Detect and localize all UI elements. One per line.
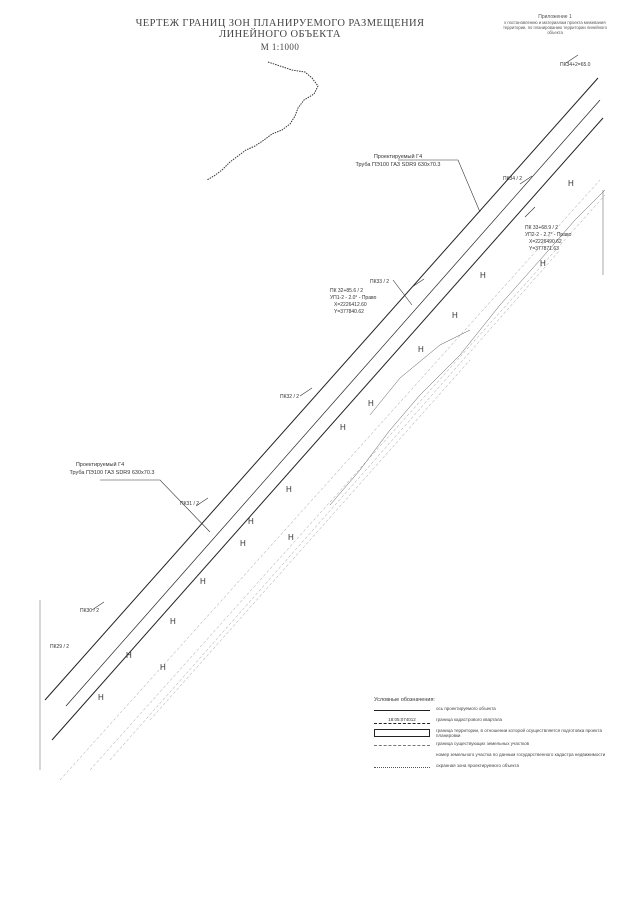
picket-label: ПК29 / 2 xyxy=(50,644,69,650)
planning-zone-boundary xyxy=(44,77,604,741)
turn-point-b: ПК 33+68.9 / 2 УП2-2 - 2.7° - Право X=22… xyxy=(525,225,572,252)
legend-quarter-code: 18:05:074012 xyxy=(388,717,416,722)
zone-mark: Н xyxy=(288,533,294,542)
zone-mark: Н xyxy=(452,311,458,320)
zone-mark: Н xyxy=(568,179,574,188)
turn-point-y: Y=377871.63 xyxy=(529,246,559,252)
legend-symbol-territory xyxy=(372,728,432,737)
zone-mark: Н xyxy=(240,539,246,548)
legend-text: граница существующих земельных участков xyxy=(436,741,530,746)
legend-item: номер земельного участка по данным госуд… xyxy=(372,752,612,760)
turn-point-x: X=2226412.60 xyxy=(334,302,367,308)
pipe-label-upper-spec: Труба ПЭ100 ГАЗ SDR9 630x70.3 xyxy=(356,162,441,168)
turn-point-angle: УП1-2 - 2.0° - Право xyxy=(330,295,377,301)
legend-symbol-axis xyxy=(372,706,432,714)
title-text: ЧЕРТЕЖ ГРАНИЦ ЗОН ПЛАНИРУЕМОГО РАЗМЕЩЕНИ… xyxy=(135,18,425,40)
legend-text: номер земельного участка по данным госуд… xyxy=(436,752,606,757)
zone-mark: Н xyxy=(368,399,374,408)
picket-label: ПК32 / 2 xyxy=(280,394,299,400)
scale-text: М 1:1000 xyxy=(260,42,300,52)
zone-mark: Н xyxy=(98,693,104,702)
leader-lines xyxy=(100,159,536,533)
legend-symbol-parcel-number xyxy=(372,752,432,760)
drawing-title: ЧЕРТЕЖ ГРАНИЦ ЗОН ПЛАНИРУЕМОГО РАЗМЕЩЕНИ… xyxy=(100,18,460,52)
legend: Условные обозначения: ось проектируемого… xyxy=(372,697,612,771)
pipe-label-upper: Проектируемый Г4 xyxy=(374,153,422,160)
legend-item: охранная зона проектируемого объекта xyxy=(372,763,612,771)
right-side-segments xyxy=(329,189,606,506)
picket-label: ПК31 / 2 xyxy=(180,501,199,507)
legend-text: граница кадастрового квартала xyxy=(436,717,502,722)
appendix-text: к постановлению и материалам проекта меж… xyxy=(502,20,608,35)
legend-symbol-quarter: 18:05:074012 xyxy=(372,717,432,725)
legend-symbol-protection-zone xyxy=(372,763,432,771)
legend-text: граница территории, в отношении которой … xyxy=(436,728,602,738)
parcel-boundaries xyxy=(59,179,606,781)
legend-item: граница территории, в отношении которой … xyxy=(372,728,612,738)
appendix-heading: Приложение 1 xyxy=(538,14,572,20)
pipe-label-lower-spec: Труба ПЭ100 ГАЗ SDR9 630x70.3 xyxy=(70,470,155,476)
zone-mark: Н xyxy=(160,663,166,672)
appendix-note: Приложение 1 к постановлению и материала… xyxy=(500,14,610,36)
zone-mark: Н xyxy=(340,423,346,432)
legend-item: 18:05:074012 граница кадастрового кварта… xyxy=(372,717,612,725)
turn-point-pk: ПК 32+85.6 / 2 xyxy=(330,288,363,294)
turn-point-angle: УП2-2 - 2.7° - Право xyxy=(525,232,572,238)
zone-mark: Н xyxy=(170,617,176,626)
turn-point-pk: ПК 33+68.9 / 2 xyxy=(525,225,558,231)
zone-mark: Н xyxy=(418,345,424,354)
zone-mark: Н xyxy=(480,271,486,280)
turn-point-a: ПК 32+85.6 / 2 УП1-2 - 2.0° - Право X=22… xyxy=(330,288,377,315)
zone-marks: Н Н Н Н Н Н Н Н Н Н Н Н Н Н Н Н xyxy=(98,179,574,702)
legend-text: охранная зона проектируемого объекта xyxy=(436,763,519,768)
turn-point-y: Y=377840.62 xyxy=(334,309,364,315)
upper-wavy-line xyxy=(206,61,319,181)
zone-mark: Н xyxy=(200,577,206,586)
turn-point-x: X=2226490.62 xyxy=(529,239,562,245)
zone-mark: Н xyxy=(126,651,132,660)
picket-label: ПК34+2=65.0 xyxy=(560,62,591,68)
zone-mark: Н xyxy=(248,517,254,526)
legend-item: граница существующих земельных участков xyxy=(372,741,612,749)
picket-label: ПК30 / 2 xyxy=(80,608,99,614)
zone-mark: Н xyxy=(286,485,292,494)
picket-ticks xyxy=(91,54,579,611)
picket-label: ПК33 / 2 xyxy=(370,279,389,285)
picket-label: ПК34 / 2 xyxy=(503,176,522,182)
pipe-label-lower: Проектируемый Г4 xyxy=(76,461,124,468)
legend-heading: Условные обозначения: xyxy=(374,697,435,703)
zone-mark: Н xyxy=(540,259,546,268)
legend-text: ось проектируемого объекта xyxy=(436,706,496,711)
legend-item: ось проектируемого объекта xyxy=(372,706,612,714)
legend-symbol-parcels xyxy=(372,741,432,749)
